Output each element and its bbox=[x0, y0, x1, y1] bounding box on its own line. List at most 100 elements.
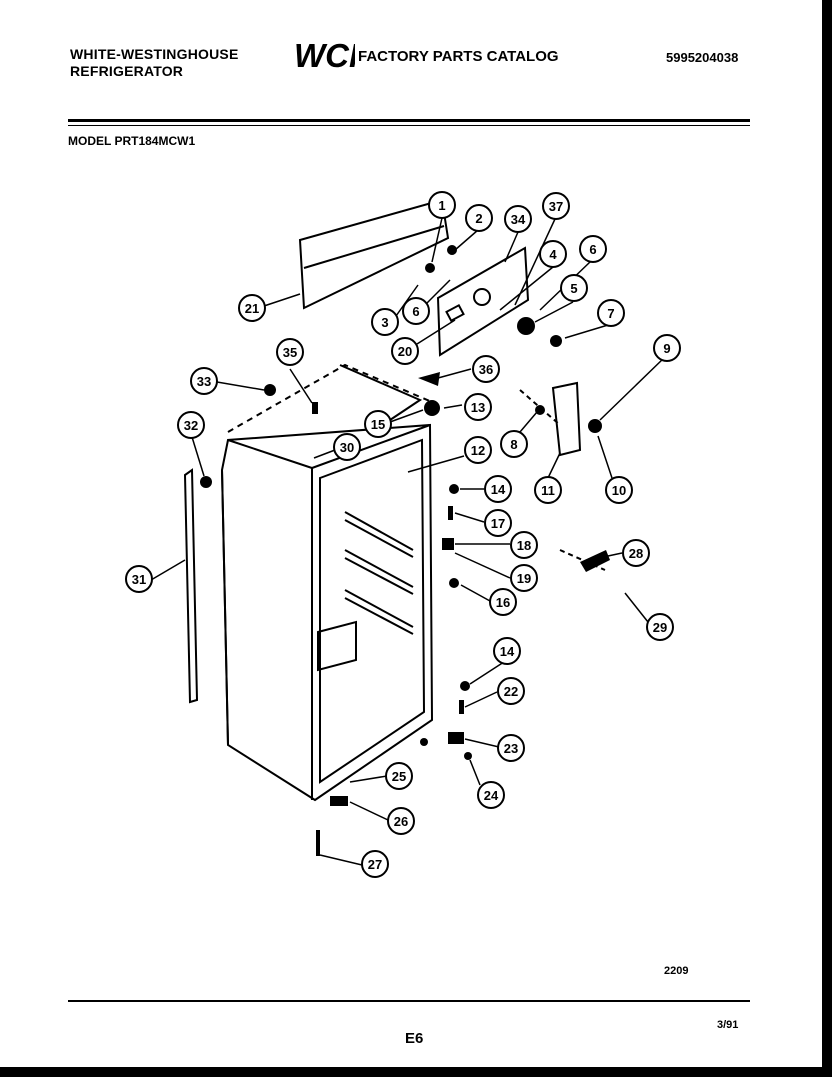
svg-text:16: 16 bbox=[496, 595, 510, 610]
callout-29: 29 bbox=[646, 613, 674, 641]
top-dashed-outline bbox=[227, 363, 433, 433]
svg-text:2: 2 bbox=[475, 211, 482, 226]
door-rod-part bbox=[183, 468, 199, 704]
part-glyph-22 bbox=[459, 700, 464, 714]
callout-26: 26 bbox=[387, 807, 415, 835]
callout-16: 16 bbox=[489, 588, 517, 616]
svg-text:7: 7 bbox=[607, 306, 614, 321]
part-glyph-36 bbox=[418, 372, 440, 386]
callout-14a: 14 bbox=[484, 475, 512, 503]
callout-33: 33 bbox=[190, 367, 218, 395]
svg-text:4: 4 bbox=[549, 247, 557, 262]
svg-text:22: 22 bbox=[504, 684, 518, 699]
header-rule-thick bbox=[68, 119, 750, 122]
svg-text:18: 18 bbox=[517, 538, 531, 553]
svg-text:9: 9 bbox=[663, 341, 670, 356]
callout-3: 3 bbox=[371, 308, 399, 336]
callout-35: 35 bbox=[276, 338, 304, 366]
part-glyph-5 bbox=[517, 317, 535, 335]
control-panel-part bbox=[436, 246, 530, 357]
part-glyph-2 bbox=[447, 245, 457, 255]
callout-17: 17 bbox=[484, 509, 512, 537]
wci-logo-text: WCI bbox=[294, 38, 355, 72]
svg-text:14: 14 bbox=[491, 482, 506, 497]
leader-lines bbox=[150, 217, 666, 866]
cabinet-top-edge bbox=[311, 424, 431, 469]
part-glyph-24 bbox=[464, 752, 472, 760]
svg-text:15: 15 bbox=[371, 417, 385, 432]
part-glyph-26 bbox=[330, 796, 348, 806]
shelf-3 bbox=[344, 589, 414, 635]
svg-text:23: 23 bbox=[504, 741, 518, 756]
cabinet-inner-opening bbox=[319, 438, 426, 784]
part-glyph-10 bbox=[588, 419, 602, 433]
part-glyph-7 bbox=[550, 335, 562, 347]
svg-text:21: 21 bbox=[245, 301, 259, 316]
callout-22: 22 bbox=[497, 677, 525, 705]
cabinet-front-edge bbox=[227, 439, 313, 800]
page-number: E6 bbox=[405, 1030, 424, 1047]
part-glyph-35 bbox=[312, 402, 318, 414]
part-glyph-27 bbox=[316, 830, 320, 856]
revision-date: 3/91 bbox=[717, 1019, 739, 1031]
control-panel-window bbox=[445, 303, 465, 323]
part-glyph-17 bbox=[448, 506, 453, 520]
svg-text:17: 17 bbox=[491, 516, 505, 531]
svg-text:32: 32 bbox=[184, 418, 198, 433]
callout-12: 12 bbox=[464, 436, 492, 464]
svg-text:19: 19 bbox=[517, 571, 531, 586]
svg-text:27: 27 bbox=[368, 857, 382, 872]
svg-text:11: 11 bbox=[541, 483, 555, 498]
callout-27: 27 bbox=[361, 850, 389, 878]
callout-24: 24 bbox=[477, 781, 505, 809]
callout-37: 37 bbox=[542, 192, 570, 220]
callout-36: 36 bbox=[472, 355, 500, 383]
top-trim-part bbox=[298, 198, 450, 310]
callout-2: 2 bbox=[465, 204, 493, 232]
header-rule-thin bbox=[68, 125, 750, 126]
top-panel bbox=[339, 364, 423, 421]
callout-13: 13 bbox=[464, 393, 492, 421]
svg-text:29: 29 bbox=[653, 620, 667, 635]
svg-text:28: 28 bbox=[629, 546, 643, 561]
svg-text:8: 8 bbox=[510, 437, 517, 452]
svg-text:12: 12 bbox=[471, 443, 485, 458]
drawing-code: 2209 bbox=[664, 965, 689, 977]
svg-text:24: 24 bbox=[484, 788, 499, 803]
part-glyph-25 bbox=[420, 738, 428, 746]
part-glyph-13 bbox=[424, 400, 440, 416]
callout-30: 30 bbox=[333, 433, 361, 461]
callout-25: 25 bbox=[385, 762, 413, 790]
model-number: MODEL PRT184MCW1 bbox=[68, 134, 196, 148]
callout-28: 28 bbox=[622, 539, 650, 567]
svg-text:34: 34 bbox=[511, 212, 526, 227]
catalog-title: FACTORY PARTS CATALOG bbox=[358, 48, 559, 65]
callout-6a: 6 bbox=[579, 235, 607, 263]
svg-text:13: 13 bbox=[471, 400, 485, 415]
manufacturer-name: WHITE-WESTINGHOUSE bbox=[70, 46, 239, 62]
callout-23: 23 bbox=[497, 734, 525, 762]
footer-rule bbox=[68, 1000, 750, 1002]
part-glyph-14b bbox=[460, 681, 470, 691]
svg-text:5: 5 bbox=[570, 281, 577, 296]
cabinet-outline bbox=[220, 423, 434, 802]
svg-text:25: 25 bbox=[392, 769, 406, 784]
callout-18: 18 bbox=[510, 531, 538, 559]
svg-text:33: 33 bbox=[197, 374, 211, 389]
callout-15: 15 bbox=[364, 410, 392, 438]
evaporator-shroud bbox=[317, 620, 357, 672]
callout-10: 10 bbox=[605, 476, 633, 504]
shelf-2 bbox=[344, 549, 414, 595]
callout-21: 21 bbox=[238, 294, 266, 322]
svg-text:10: 10 bbox=[612, 483, 626, 498]
callout-11: 11 bbox=[534, 476, 562, 504]
svg-text:14: 14 bbox=[500, 644, 515, 659]
callout-34: 34 bbox=[504, 205, 532, 233]
svg-text:30: 30 bbox=[340, 440, 354, 455]
svg-text:1: 1 bbox=[438, 198, 445, 213]
callout-5: 5 bbox=[560, 274, 588, 302]
part-glyph-14a bbox=[449, 484, 459, 494]
svg-text:36: 36 bbox=[479, 362, 493, 377]
